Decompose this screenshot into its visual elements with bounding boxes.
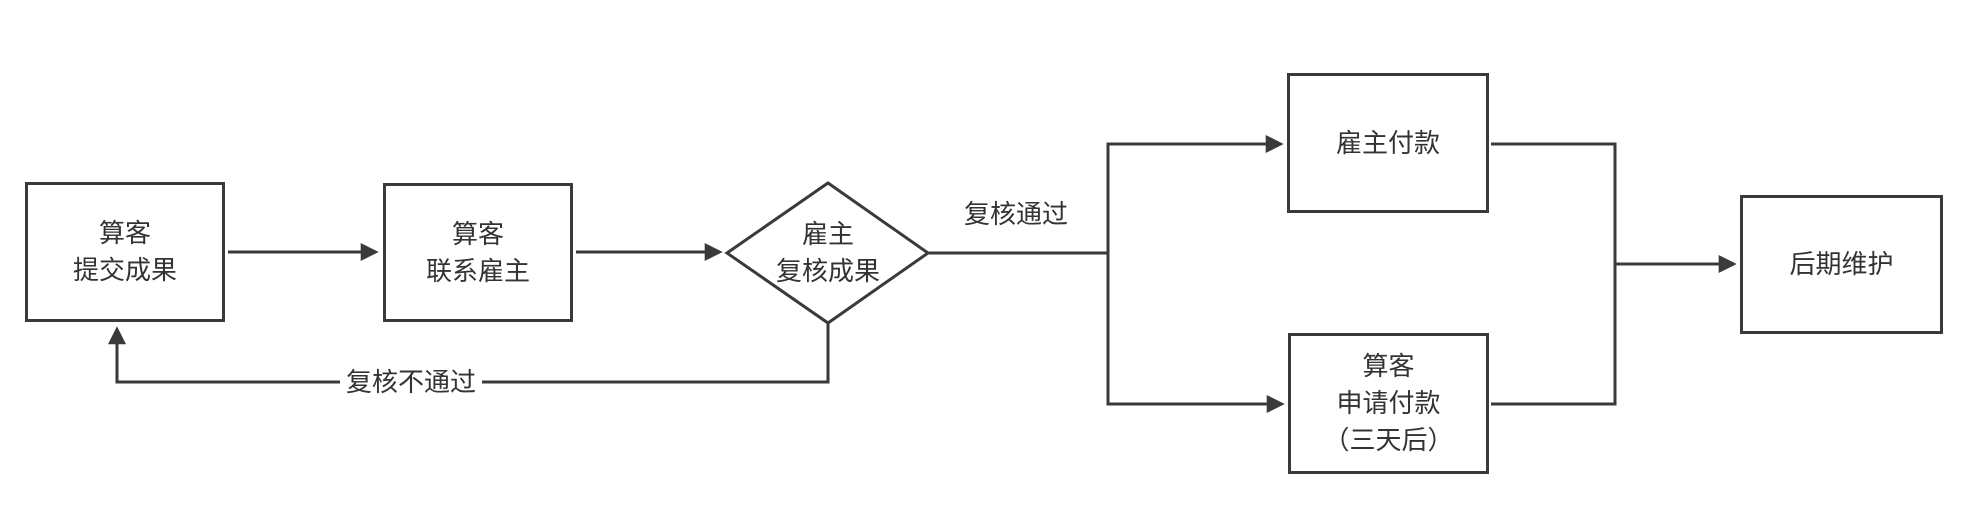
node-label-line: 后期维护 [1789,249,1894,279]
node-label-line: 算客 [98,218,151,248]
node-label-line: 算客 [451,218,504,249]
node-request-payment: 算客 申请付款 （三天后） [1288,333,1489,474]
node-label-line: 算客 [1362,351,1415,381]
node-review-results: 雇主 复核成果 [737,216,919,290]
node-label-line: 雇主付款 [1335,127,1440,158]
edge-employer-pays-to-merge [1491,142,1617,264]
node-label-line: 雇主 [801,219,854,249]
node-submit-results: 算客 提交成果 [25,182,225,322]
edge-branch-to-employer-pays [1106,135,1284,253]
node-employer-pays: 雇主付款 [1287,73,1489,213]
node-label-line: 联系雇主 [425,255,530,286]
node-maintenance: 后期维护 [1740,195,1943,334]
edge-label-review-pass: 复核通过 [963,199,1068,229]
node-label-line: 申请付款 [1336,388,1441,418]
edge-request-payment-to-merge [1491,264,1617,406]
node-label-line: （三天后） [1323,425,1454,455]
node-label-line: 复核成果 [775,256,880,286]
edge-branch-to-request-payment [1106,253,1285,413]
node-label-line: 提交成果 [72,255,177,285]
edge-label-review-fail: 复核不通过 [340,366,483,398]
node-contact-employer: 算客 联系雇主 [383,183,573,322]
decision-diamond-shape [724,181,931,325]
